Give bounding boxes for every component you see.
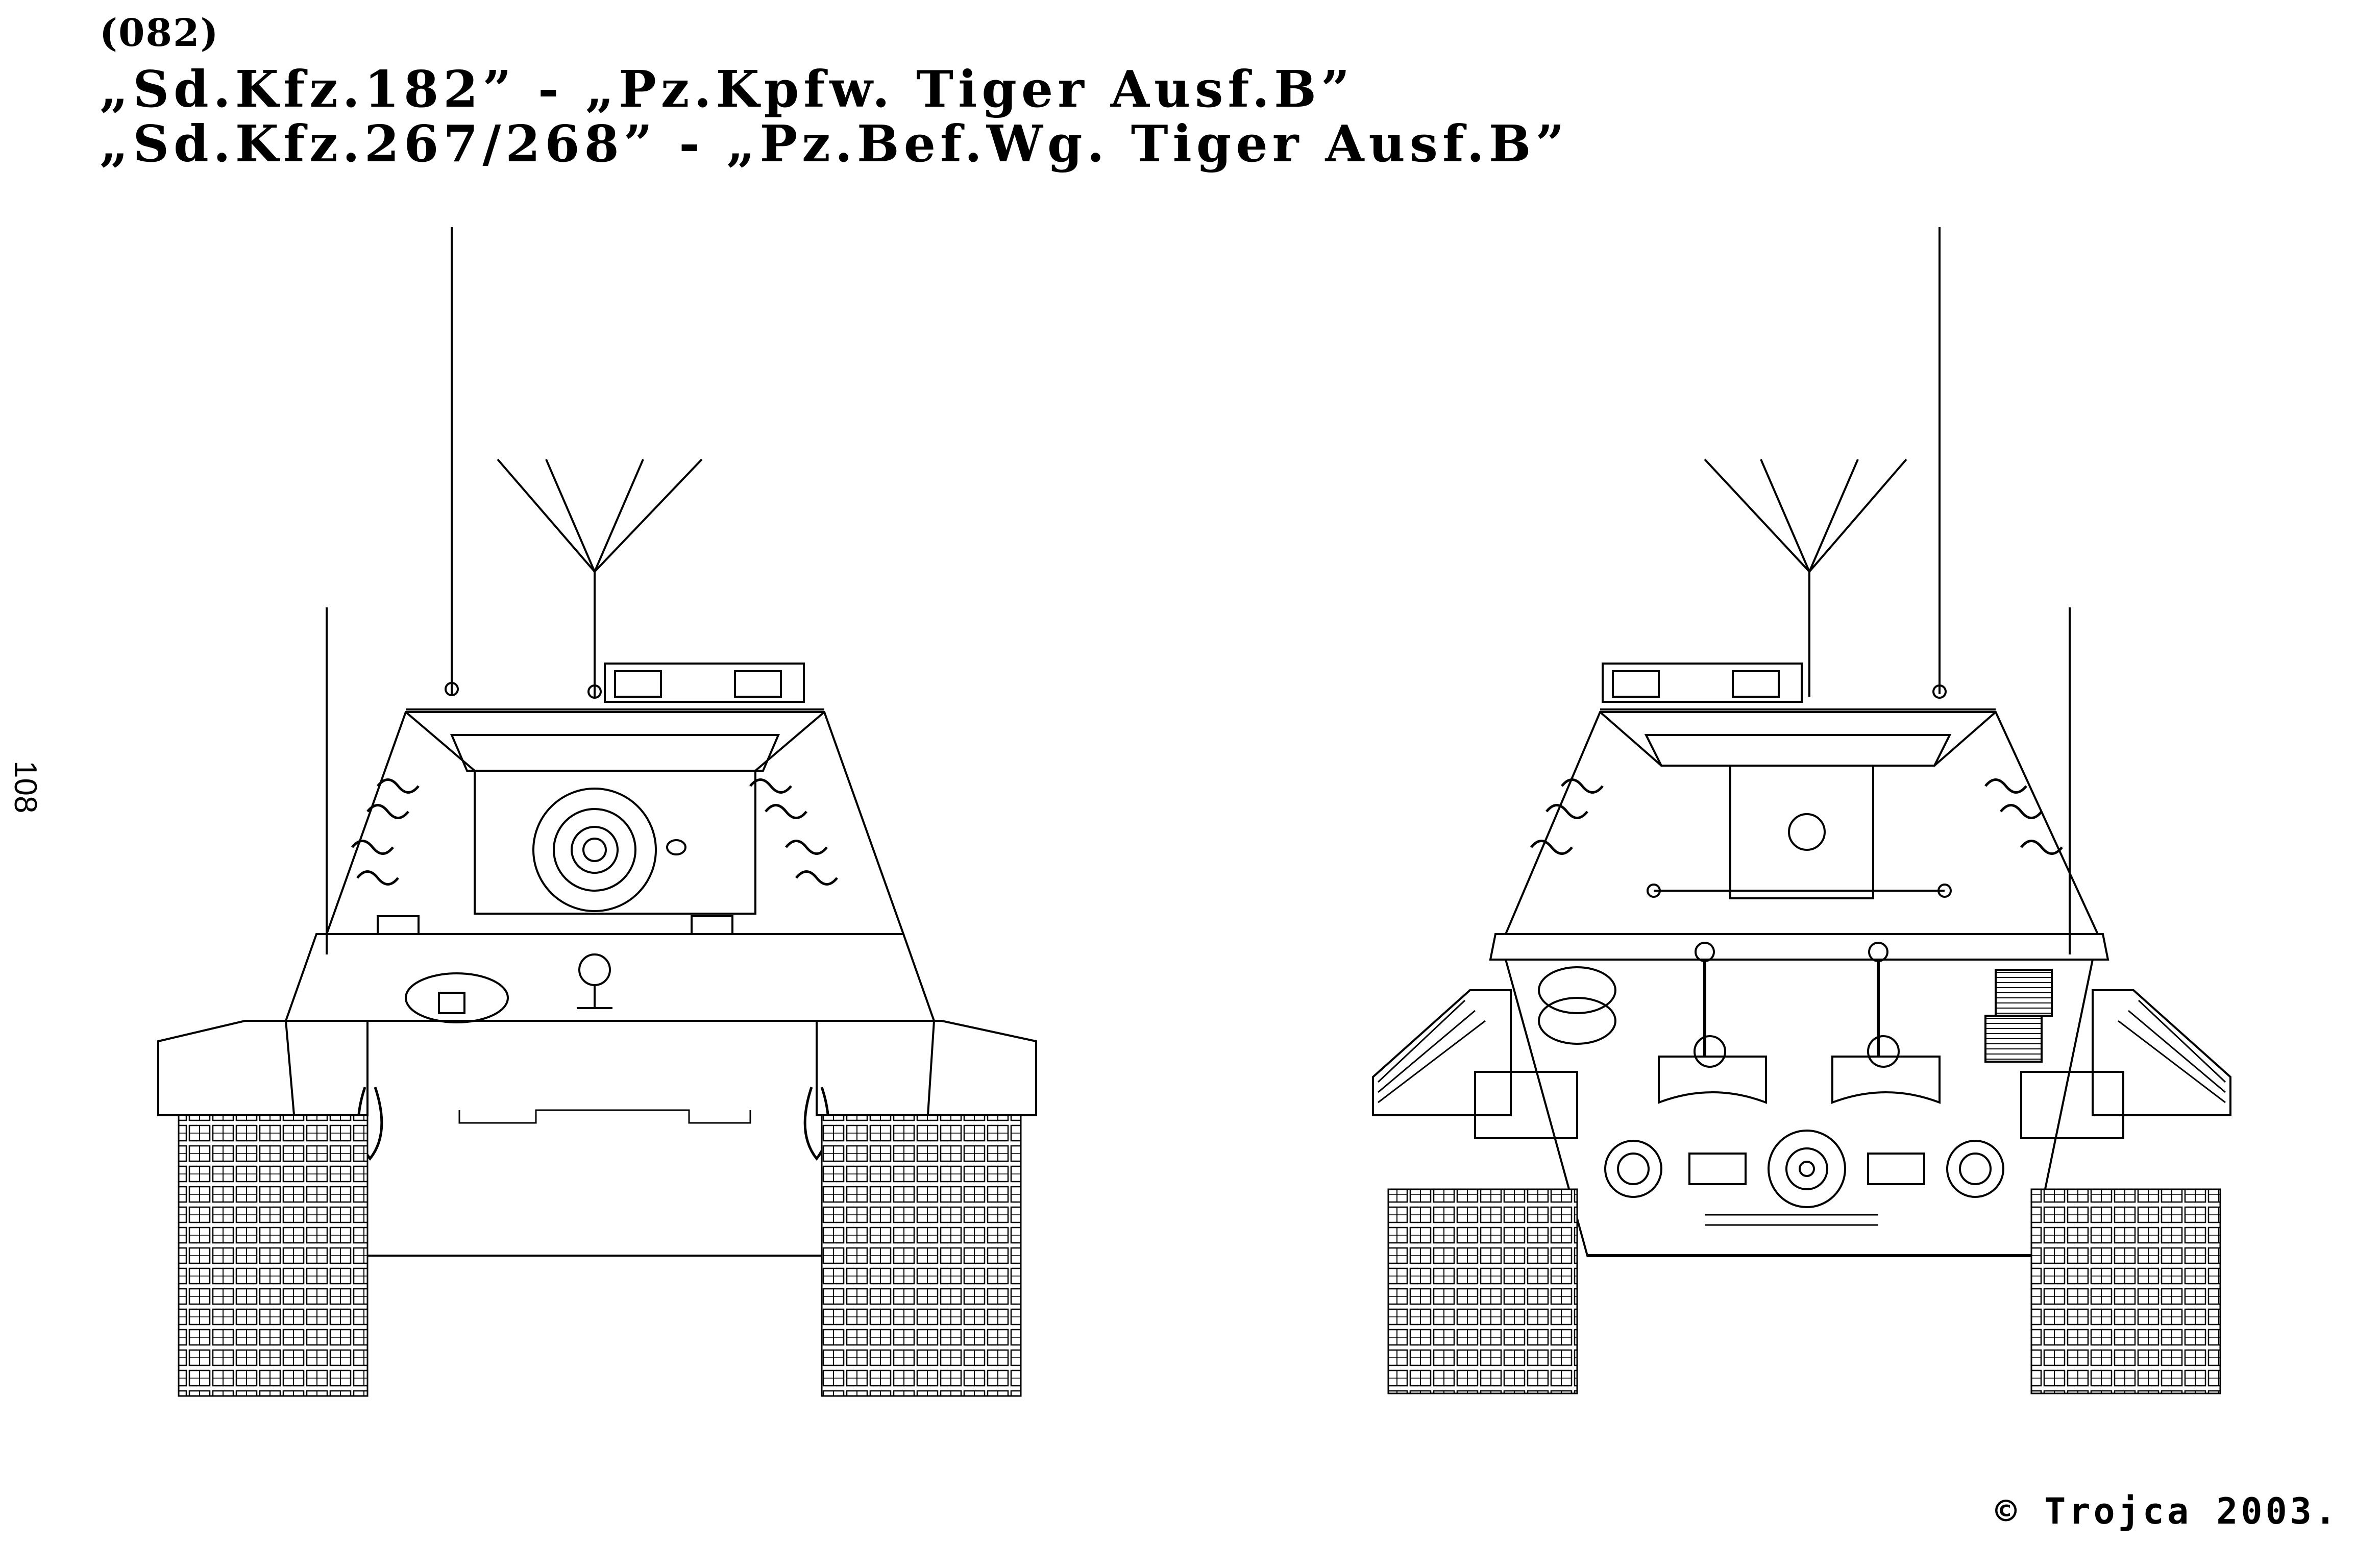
front-star-antenna xyxy=(497,458,703,697)
rear-left-exhaust-mount xyxy=(1658,1056,1767,1104)
rear-star-antenna xyxy=(1704,458,1907,697)
rear-left-fender xyxy=(1372,989,1512,1116)
rear-left-track xyxy=(1387,1188,1578,1394)
front-gun-muzzle xyxy=(571,826,619,874)
title-line-1: „Sd.Kfz.182” - „Pz.Kpfw. Tiger Ausf.B” xyxy=(100,60,1355,119)
rear-view xyxy=(1372,227,2231,1394)
front-commander-cupola xyxy=(604,663,805,703)
front-turret xyxy=(325,711,905,935)
copyright-notice: © Trojca 2003. xyxy=(1995,1490,2339,1532)
title-line-2: „Sd.Kfz.267/268” - „Pz.Bef.Wg. Tiger Aus… xyxy=(100,115,1569,174)
front-gun-mantlet xyxy=(532,788,657,912)
drawing-number: (082) xyxy=(100,11,219,55)
front-right-track xyxy=(821,1114,1022,1397)
front-driver-hatch xyxy=(405,972,509,1023)
rear-escape-hatch xyxy=(1729,765,1874,899)
front-left-fender xyxy=(157,1020,369,1116)
front-mantlet-frame xyxy=(474,770,756,915)
rear-right-idler-hub xyxy=(1946,1140,2004,1198)
front-right-fender xyxy=(816,1020,1037,1116)
rear-towing-coupling xyxy=(1768,1130,1846,1208)
rear-right-exhaust-mount xyxy=(1831,1056,1941,1104)
front-view xyxy=(157,227,1037,1397)
rear-commander-cupola xyxy=(1602,663,1803,703)
rear-pistol-port xyxy=(1788,813,1826,851)
rear-upper-hull xyxy=(1489,933,2109,961)
front-left-track xyxy=(178,1114,369,1397)
rear-left-idler-hub xyxy=(1604,1140,1662,1198)
rear-turret xyxy=(1504,711,2100,935)
rear-right-fender xyxy=(2092,989,2231,1116)
rear-right-track xyxy=(2030,1188,2221,1394)
